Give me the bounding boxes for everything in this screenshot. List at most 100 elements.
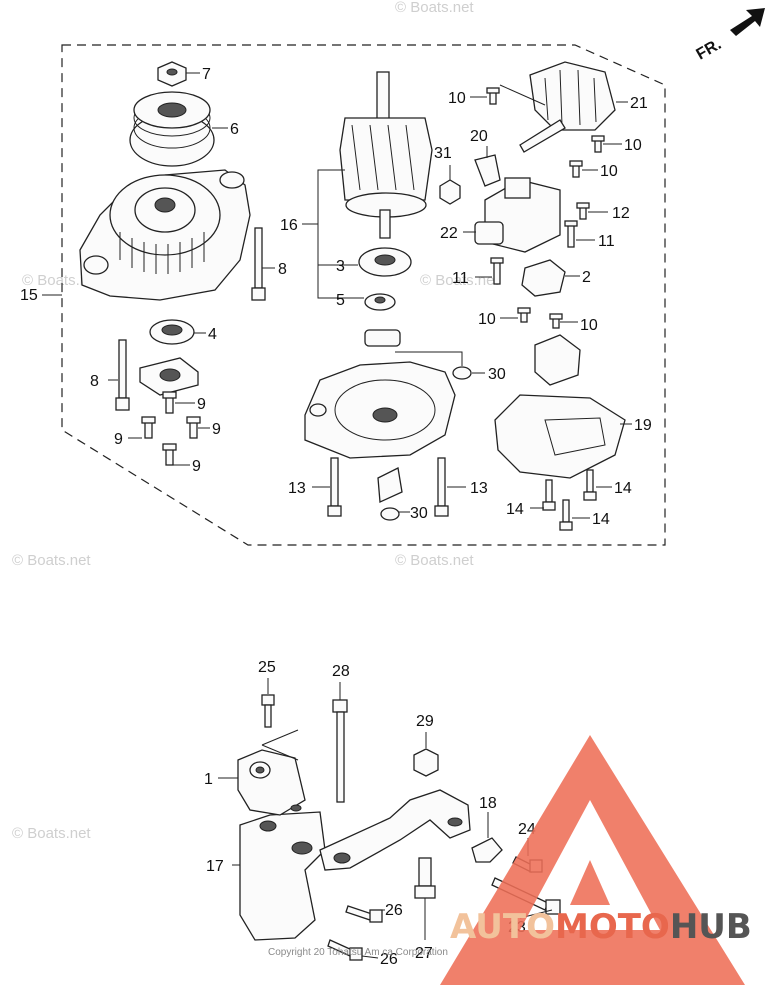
callout-13: 13 (470, 480, 488, 497)
alternator-housing (79, 169, 251, 301)
callout-9: 9 (212, 421, 221, 438)
callout-9: 9 (114, 431, 123, 448)
rotor-bearing (358, 247, 412, 277)
callout-8: 8 (90, 373, 99, 390)
callout-1: 1 (204, 771, 213, 788)
callout-10: 10 (624, 137, 642, 154)
small-screw (490, 257, 504, 285)
callout-19: 19 (634, 417, 652, 434)
screw (162, 443, 177, 466)
direction-label: FR. (694, 36, 725, 64)
cover-bolt (559, 499, 573, 531)
callout-11: 11 (452, 270, 469, 287)
callout-20: 20 (470, 128, 488, 145)
watermark: © Boats.net (12, 552, 91, 569)
callout-31: 31 (434, 145, 452, 162)
rear-housing-bracket (377, 467, 403, 503)
callout-8: 8 (278, 261, 287, 278)
screw (141, 416, 156, 439)
small-screw (569, 160, 583, 178)
housing-nut (380, 507, 400, 521)
bracket-bolt (414, 857, 436, 899)
bracket-bolt (261, 694, 275, 728)
copyright-text: Copyright 20 Tohatsu Am ca Corporation (268, 947, 448, 958)
tension-plate (471, 837, 503, 863)
watermark: © Boats.net (12, 825, 91, 842)
flange-bolt (327, 939, 363, 961)
callout-18: 18 (479, 795, 497, 812)
cover-bolt (542, 479, 556, 511)
callout-6: 6 (230, 121, 239, 138)
callout-28: 28 (332, 663, 350, 680)
brand-logo: AUTOMOTOHUB (440, 735, 752, 985)
front-direction-indicator: FR. (694, 8, 765, 64)
housing-bolt (327, 457, 342, 517)
callout-14: 14 (614, 480, 632, 497)
callout-15: 15 (20, 287, 38, 304)
callout-14: 14 (592, 511, 610, 528)
callout-16: 16 (280, 217, 298, 234)
rotor (339, 71, 433, 239)
brand-mark-icon (440, 735, 745, 985)
terminal-nut (439, 179, 461, 205)
pulley-nut (157, 61, 187, 87)
brand-moto-text: MOTO (555, 907, 670, 947)
small-screw (591, 135, 605, 153)
brush-holder (519, 61, 616, 153)
pulley (129, 91, 215, 167)
brand-auto-text: AUTO (450, 907, 555, 947)
leader-lines (42, 72, 632, 519)
through-bolt (115, 339, 130, 411)
small-screw (486, 87, 500, 105)
small-screw (564, 220, 578, 248)
callout-13: 13 (288, 480, 306, 497)
rear-cover (494, 394, 626, 479)
callout-9: 9 (192, 458, 201, 475)
bearing-retainer (139, 357, 199, 396)
callout-29: 29 (416, 713, 434, 730)
small-screw (576, 202, 590, 220)
callout-5: 5 (336, 292, 345, 309)
rotor-collar (364, 293, 396, 311)
small-screw (517, 307, 531, 323)
callout-30: 30 (410, 505, 428, 522)
housing-bolt (434, 457, 449, 517)
watermark: © Boats.net (395, 0, 474, 16)
long-bracket-bolt (332, 699, 348, 803)
callout-30: 30 (488, 366, 506, 383)
watermark: © Boats.net (420, 272, 499, 289)
callout-14: 14 (506, 501, 524, 518)
callout-4: 4 (208, 326, 217, 343)
callout-21: 21 (630, 95, 648, 112)
terminal-cap (474, 154, 501, 187)
flange-bolt (345, 905, 383, 923)
bearing (149, 319, 195, 345)
leader-lines-lower (218, 678, 553, 959)
callout-10: 10 (448, 90, 466, 107)
housing-nut (452, 366, 472, 380)
watermark: © Boats.net (395, 552, 474, 569)
brush-clip (521, 259, 566, 297)
flange-nut (413, 748, 439, 777)
rear-housing (304, 329, 456, 459)
adjust-bracket (237, 749, 306, 816)
callout-22: 22 (440, 225, 458, 242)
callout-17: 17 (206, 858, 224, 875)
callout-2: 2 (582, 269, 591, 286)
mounting-bracket (239, 789, 471, 941)
callout-10: 10 (600, 163, 618, 180)
assembly-boundary (61, 44, 666, 546)
callout-10: 10 (478, 311, 496, 328)
callout-26: 26 (385, 902, 403, 919)
callout-11: 11 (598, 233, 615, 250)
callout-25: 25 (258, 659, 276, 676)
regulator (474, 177, 561, 253)
cover-bolt (583, 469, 597, 501)
callout-3: 3 (336, 258, 345, 275)
terminal-bracket (534, 334, 581, 386)
callouts: 7 6 8 15 4 8 9 9 9 9 16 3 5 10 20 31 21 … (20, 66, 652, 968)
callout-27: 27 (415, 945, 433, 962)
brand-hub-text: HUB (670, 907, 752, 947)
callout-12: 12 (612, 205, 630, 222)
